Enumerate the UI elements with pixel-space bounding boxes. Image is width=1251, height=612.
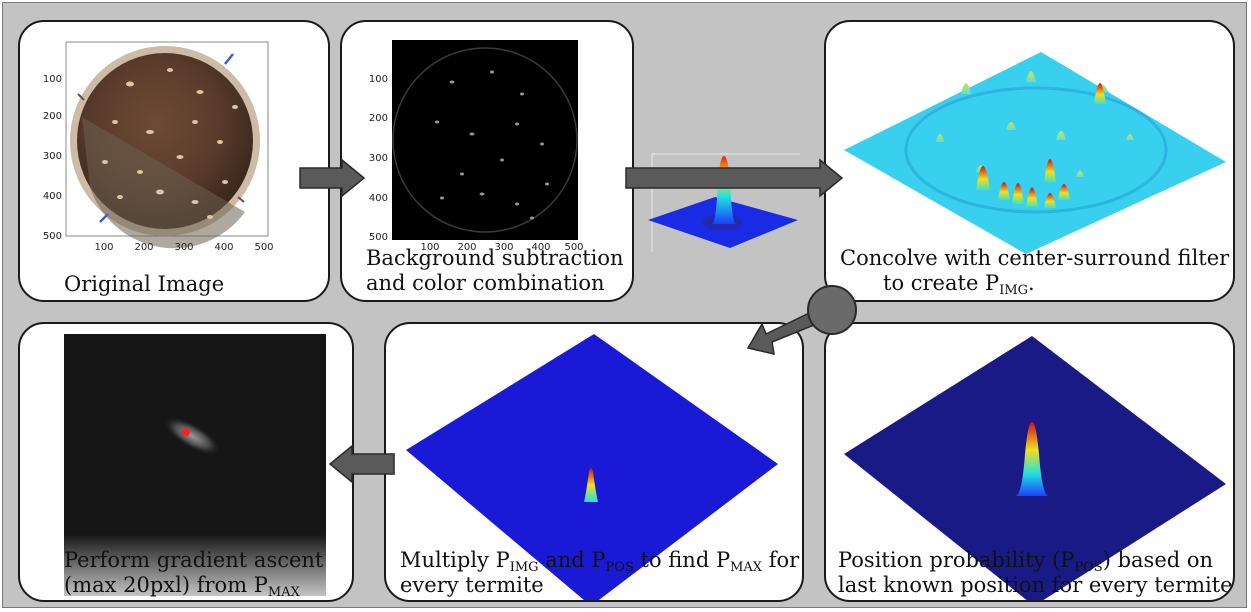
bg-ytick-5: 500 (369, 232, 388, 243)
caption-position-line2: last known position for every termite (838, 573, 1233, 597)
caption-multiply-sub3: MAX (730, 560, 763, 575)
bg-ytick-1: 100 (369, 74, 388, 85)
caption-position-line1: Position probability (PPOS) based on (838, 548, 1233, 575)
bg-ytick-4: 400 (369, 193, 388, 204)
termite-blob (163, 416, 221, 456)
caption-convolve-line2-prefix: to create P (883, 271, 1000, 295)
original-xtick-3: 300 (174, 242, 193, 253)
original-ytick-4: 400 (43, 191, 62, 202)
caption-gradient-sub: MAX (267, 585, 300, 600)
background-subtraction-plot: 100 200 300 400 500 100 200 300 400 500 (369, 40, 584, 253)
bg-xtick-1: 100 (420, 242, 439, 253)
caption-multiply-b: and P (538, 548, 606, 572)
arrow-original-to-background (299, 158, 366, 198)
junction-node (807, 285, 857, 335)
caption-multiply-a: Multiply P (400, 548, 510, 572)
panel-convolve: Concolve with center-surround filter to … (824, 20, 1235, 302)
caption-position-prefix: Position probability (P (838, 548, 1075, 572)
original-ytick-3: 300 (43, 151, 62, 162)
caption-gradient-line1: Perform gradient ascent (64, 548, 324, 572)
caption-multiply-line2: every termite (400, 573, 544, 597)
panel-gradient-ascent: Perform gradient ascent (max 20pxl) from… (18, 322, 354, 602)
max-point-marker (182, 428, 190, 436)
panel-background-subtraction: 100 200 300 400 500 100 200 300 400 500 … (340, 20, 634, 302)
multiply-surface-plot (406, 334, 778, 600)
position-probability-plot (844, 336, 1226, 600)
original-ytick-2: 200 (43, 111, 62, 122)
caption-multiply-sub1: IMG (509, 560, 539, 575)
original-xtick-5: 500 (254, 242, 273, 253)
caption-background-line1: Background subtraction (366, 246, 624, 270)
caption-convolve-sub: IMG (999, 283, 1029, 298)
bg-xtick-4: 400 (531, 242, 550, 253)
bg-xtick-3: 300 (494, 242, 513, 253)
caption-background-line2: and color combination (366, 271, 605, 295)
arrow-to-multiply (746, 285, 857, 355)
arrow-multiply-to-gradient (328, 444, 395, 484)
termite-blobs (435, 70, 549, 220)
caption-original-image: Original Image (64, 272, 225, 296)
caption-position-sub: POS (1074, 560, 1103, 575)
panel-original-image: 100 200 300 400 500 100 200 300 400 500 … (18, 20, 330, 302)
original-xtick-2: 200 (134, 242, 153, 253)
caption-convolve-line1: Concolve with center-surround filter (840, 246, 1230, 270)
termite-spots (102, 68, 238, 219)
caption-convolve-line2-suffix: . (1028, 271, 1035, 295)
panel-position-probability: Position probability (PPOS) based on las… (824, 322, 1235, 602)
subtracted-image (392, 40, 578, 240)
bg-ytick-2: 200 (369, 113, 388, 124)
convolution-surface-plot (844, 52, 1226, 254)
caption-multiply: Multiply PIMG and PPOS to find PMAX for … (400, 548, 799, 598)
caption-multiply-sub2: POS (605, 560, 634, 575)
bg-xtick-2: 200 (457, 242, 476, 253)
center-surround-filter-icon (648, 153, 800, 252)
original-xtick-4: 400 (214, 242, 233, 253)
bg-xtick-5: 500 (564, 242, 583, 253)
caption-gradient-line2: (max 20pxl) from PMAX (64, 573, 323, 600)
caption-position-suffix: ) based on (1102, 548, 1214, 572)
original-ytick-1: 100 (43, 74, 62, 85)
multiply-surface (406, 334, 778, 600)
panel-multiply: Multiply PIMG and PPOS to find PMAX for … (384, 322, 804, 602)
original-xtick-1: 100 (94, 242, 113, 253)
caption-gradient-ascent: Perform gradient ascent (max 20pxl) from… (64, 548, 324, 600)
caption-multiply-c: to find P (633, 548, 731, 572)
caption-position: Position probability (PPOS) based on las… (838, 548, 1233, 598)
caption-convolve-line2: to create PIMG. (840, 271, 1229, 298)
original-image-plot: 100 200 300 400 500 100 200 300 400 500 (43, 41, 274, 253)
caption-multiply-d: for (762, 548, 800, 572)
caption-multiply-line1: Multiply PIMG and PPOS to find PMAX for (400, 548, 800, 575)
convolution-surface (844, 52, 1226, 254)
arrow-background-to-convolve (625, 158, 844, 198)
caption-gradient-line2-prefix: (max 20pxl) from P (64, 573, 268, 597)
gradient-ascent-image (64, 334, 326, 596)
caption-convolve: Concolve with center-surround filter to … (840, 246, 1230, 298)
bg-ytick-3: 300 (369, 153, 388, 164)
original-ytick-5: 500 (43, 231, 62, 242)
caption-background-subtraction: Background subtraction and color combina… (366, 246, 624, 296)
